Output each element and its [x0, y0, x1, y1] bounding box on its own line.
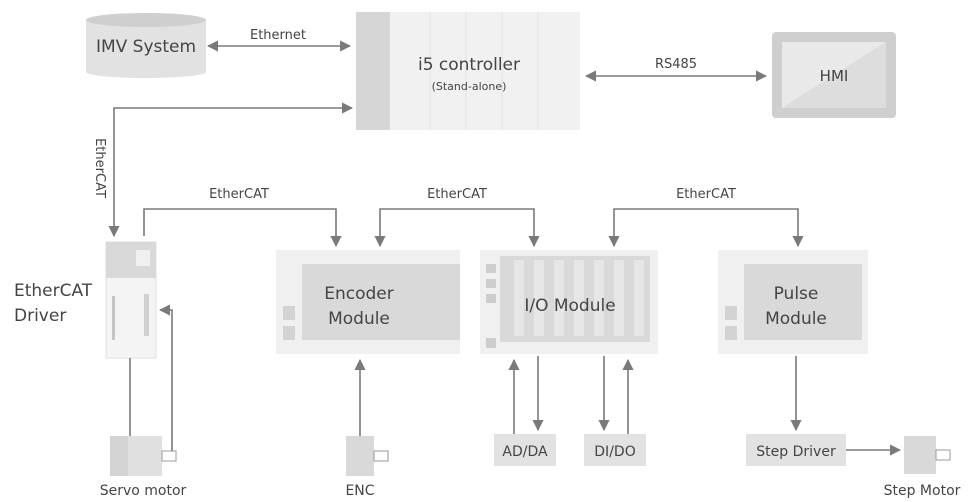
step-motor-label: Step Motor	[884, 483, 961, 499]
step-motor-node: Step Motor	[884, 436, 961, 499]
pulse-label-1: Pulse	[774, 284, 819, 304]
encoder-module-node: Encoder Module	[276, 250, 460, 354]
step-driver-node: Step Driver	[746, 434, 846, 466]
ethercat-link-3	[608, 208, 804, 248]
io-module-label: I/O Module	[524, 296, 615, 316]
hmi-node: HMI	[772, 32, 896, 118]
controller-title: i5 controller	[418, 55, 520, 75]
servo-motor-label: Servo motor	[100, 483, 187, 499]
ethercat-label-2: EtherCAT	[427, 187, 487, 202]
ad-da-node: AD/DA	[494, 434, 556, 466]
i5-controller-node: i5 controller (Stand-alone)	[356, 12, 580, 130]
ethercat-link-1	[143, 208, 342, 248]
ethercat-driver-label-2: Driver	[14, 306, 66, 326]
di-do-label: DI/DO	[594, 444, 635, 460]
ethercat-vertical-label: EtherCAT	[92, 138, 107, 198]
imv-system-node: IMV System	[86, 13, 206, 78]
ethercat-controller-link	[108, 102, 354, 238]
hmi-label: HMI	[820, 67, 849, 85]
pulse-label-2: Module	[765, 309, 827, 329]
pulse-module-node: Pulse Module	[718, 250, 868, 354]
enc-label: ENC	[345, 483, 374, 499]
enc-node: ENC	[345, 436, 389, 499]
rs485-label: RS485	[655, 57, 697, 72]
ethercat-driver-label-1: EtherCAT	[14, 281, 93, 301]
ethernet-label: Ethernet	[250, 28, 306, 43]
io-module-node: I/O Module	[480, 250, 658, 354]
ethercat-label-3: EtherCAT	[676, 187, 736, 202]
imv-system-label: IMV System	[96, 37, 196, 57]
di-do-node: DI/DO	[584, 434, 646, 466]
controller-subtitle: (Stand-alone)	[432, 80, 507, 93]
ethercat-label-1: EtherCAT	[209, 187, 269, 202]
encoder-label-1: Encoder	[324, 284, 394, 304]
servo-feedback-link	[158, 304, 173, 451]
encoder-label-2: Module	[328, 309, 390, 329]
servo-motor-node: Servo motor	[100, 436, 187, 499]
ethercat-driver-node: EtherCAT Driver	[14, 241, 157, 359]
ethercat-link-2	[374, 208, 540, 248]
step-driver-label: Step Driver	[756, 444, 836, 460]
ad-da-label: AD/DA	[502, 444, 548, 460]
